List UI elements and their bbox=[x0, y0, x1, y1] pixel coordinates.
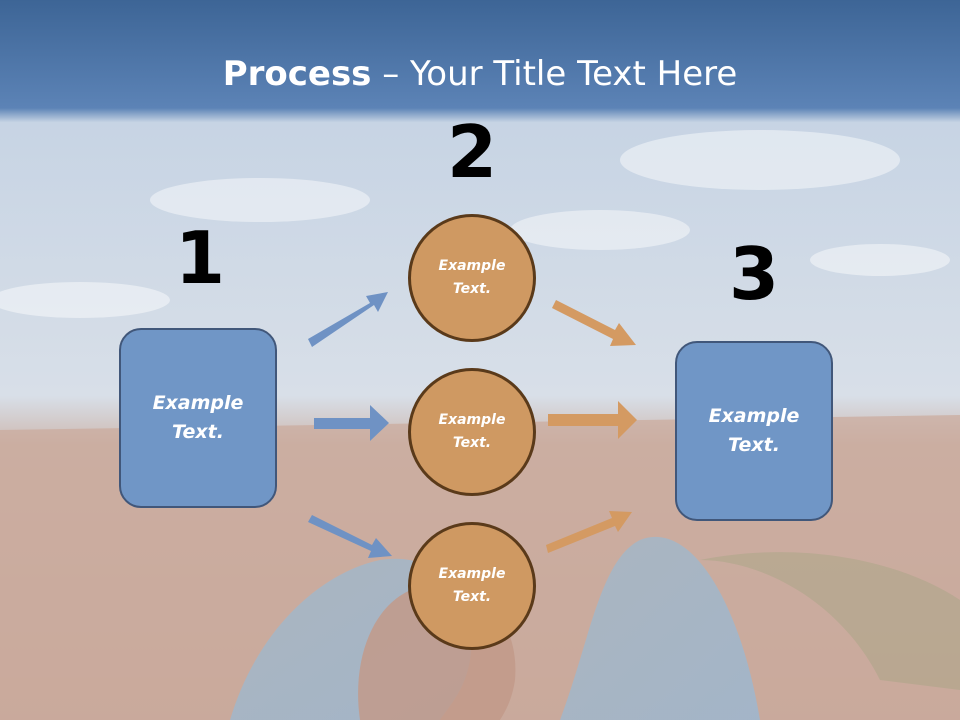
left-box: Example Text. bbox=[119, 328, 277, 508]
arrow-middle-to-right bbox=[548, 401, 637, 439]
right-box: Example Text. bbox=[675, 341, 833, 521]
page-title: Process – Your Title Text Here bbox=[0, 52, 960, 96]
arrow-left-to-middle bbox=[314, 405, 389, 441]
arrow-left-to-bottom bbox=[308, 515, 392, 558]
step-number-1: 1 bbox=[174, 216, 226, 300]
step-number-2: 2 bbox=[446, 110, 498, 194]
arrow-bottom-to-right bbox=[546, 511, 632, 553]
arrow-left-to-top bbox=[308, 292, 388, 347]
circle-top: Example Text. bbox=[408, 214, 536, 342]
arrow-top-to-right bbox=[552, 300, 636, 346]
title-rest: – Your Title Text Here bbox=[371, 54, 738, 94]
title-bold: Process bbox=[222, 54, 372, 94]
step-number-3: 3 bbox=[728, 232, 780, 316]
circle-bottom: Example Text. bbox=[408, 522, 536, 650]
circle-middle: Example Text. bbox=[408, 368, 536, 496]
